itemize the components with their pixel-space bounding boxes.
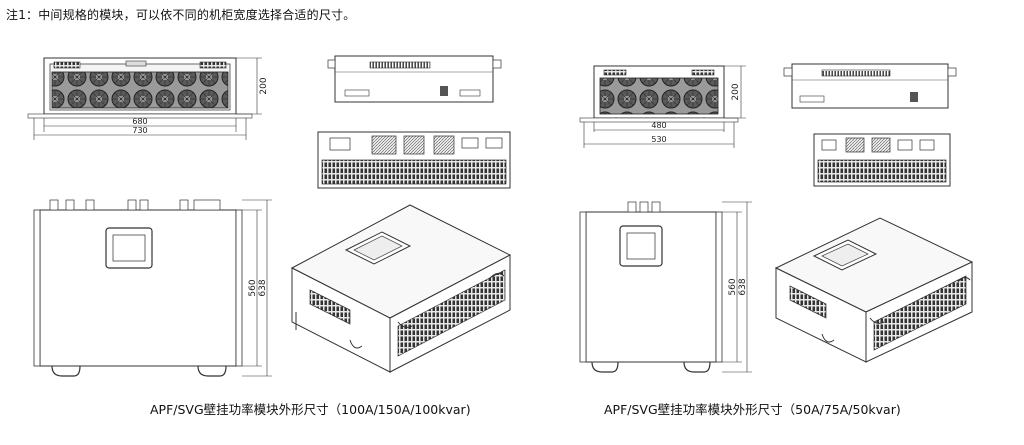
left-back-view bbox=[317, 131, 511, 189]
right-front-outer-width: 530 bbox=[651, 135, 666, 144]
left-iso-view bbox=[290, 204, 512, 373]
right-side-view: 560 638 bbox=[579, 201, 752, 373]
note-text: 注1：中间规格的模块，可以依不同的机柜宽度选择合适的尺寸。 bbox=[6, 8, 356, 22]
left-caption: APF/SVG壁挂功率模块外形尺寸（100A/150A/100kvar) bbox=[150, 402, 471, 417]
right-back-view bbox=[813, 133, 951, 187]
left-front-outer-width: 730 bbox=[132, 126, 147, 135]
right-front-view: 480 530 200 bbox=[579, 65, 746, 148]
right-side-inner-height: 560 bbox=[728, 278, 738, 295]
right-front-height: 200 bbox=[731, 83, 741, 100]
right-side-outer-height: 638 bbox=[738, 278, 748, 295]
left-side-view: 560 638 bbox=[33, 199, 272, 377]
left-side-outer-height: 638 bbox=[258, 279, 268, 296]
right-iso-view bbox=[774, 217, 974, 363]
right-caption: APF/SVG壁挂功率模块外形尺寸（50A/75A/50kvar) bbox=[604, 402, 901, 417]
left-top-view bbox=[327, 55, 502, 103]
right-front-inner-width: 480 bbox=[651, 121, 666, 130]
left-front-inner-width: 680 bbox=[132, 117, 147, 126]
left-front-view: 680 730 200 bbox=[27, 57, 269, 140]
left-front-height: 200 bbox=[259, 77, 269, 94]
right-top-view bbox=[783, 63, 957, 109]
left-side-inner-height: 560 bbox=[248, 279, 258, 296]
